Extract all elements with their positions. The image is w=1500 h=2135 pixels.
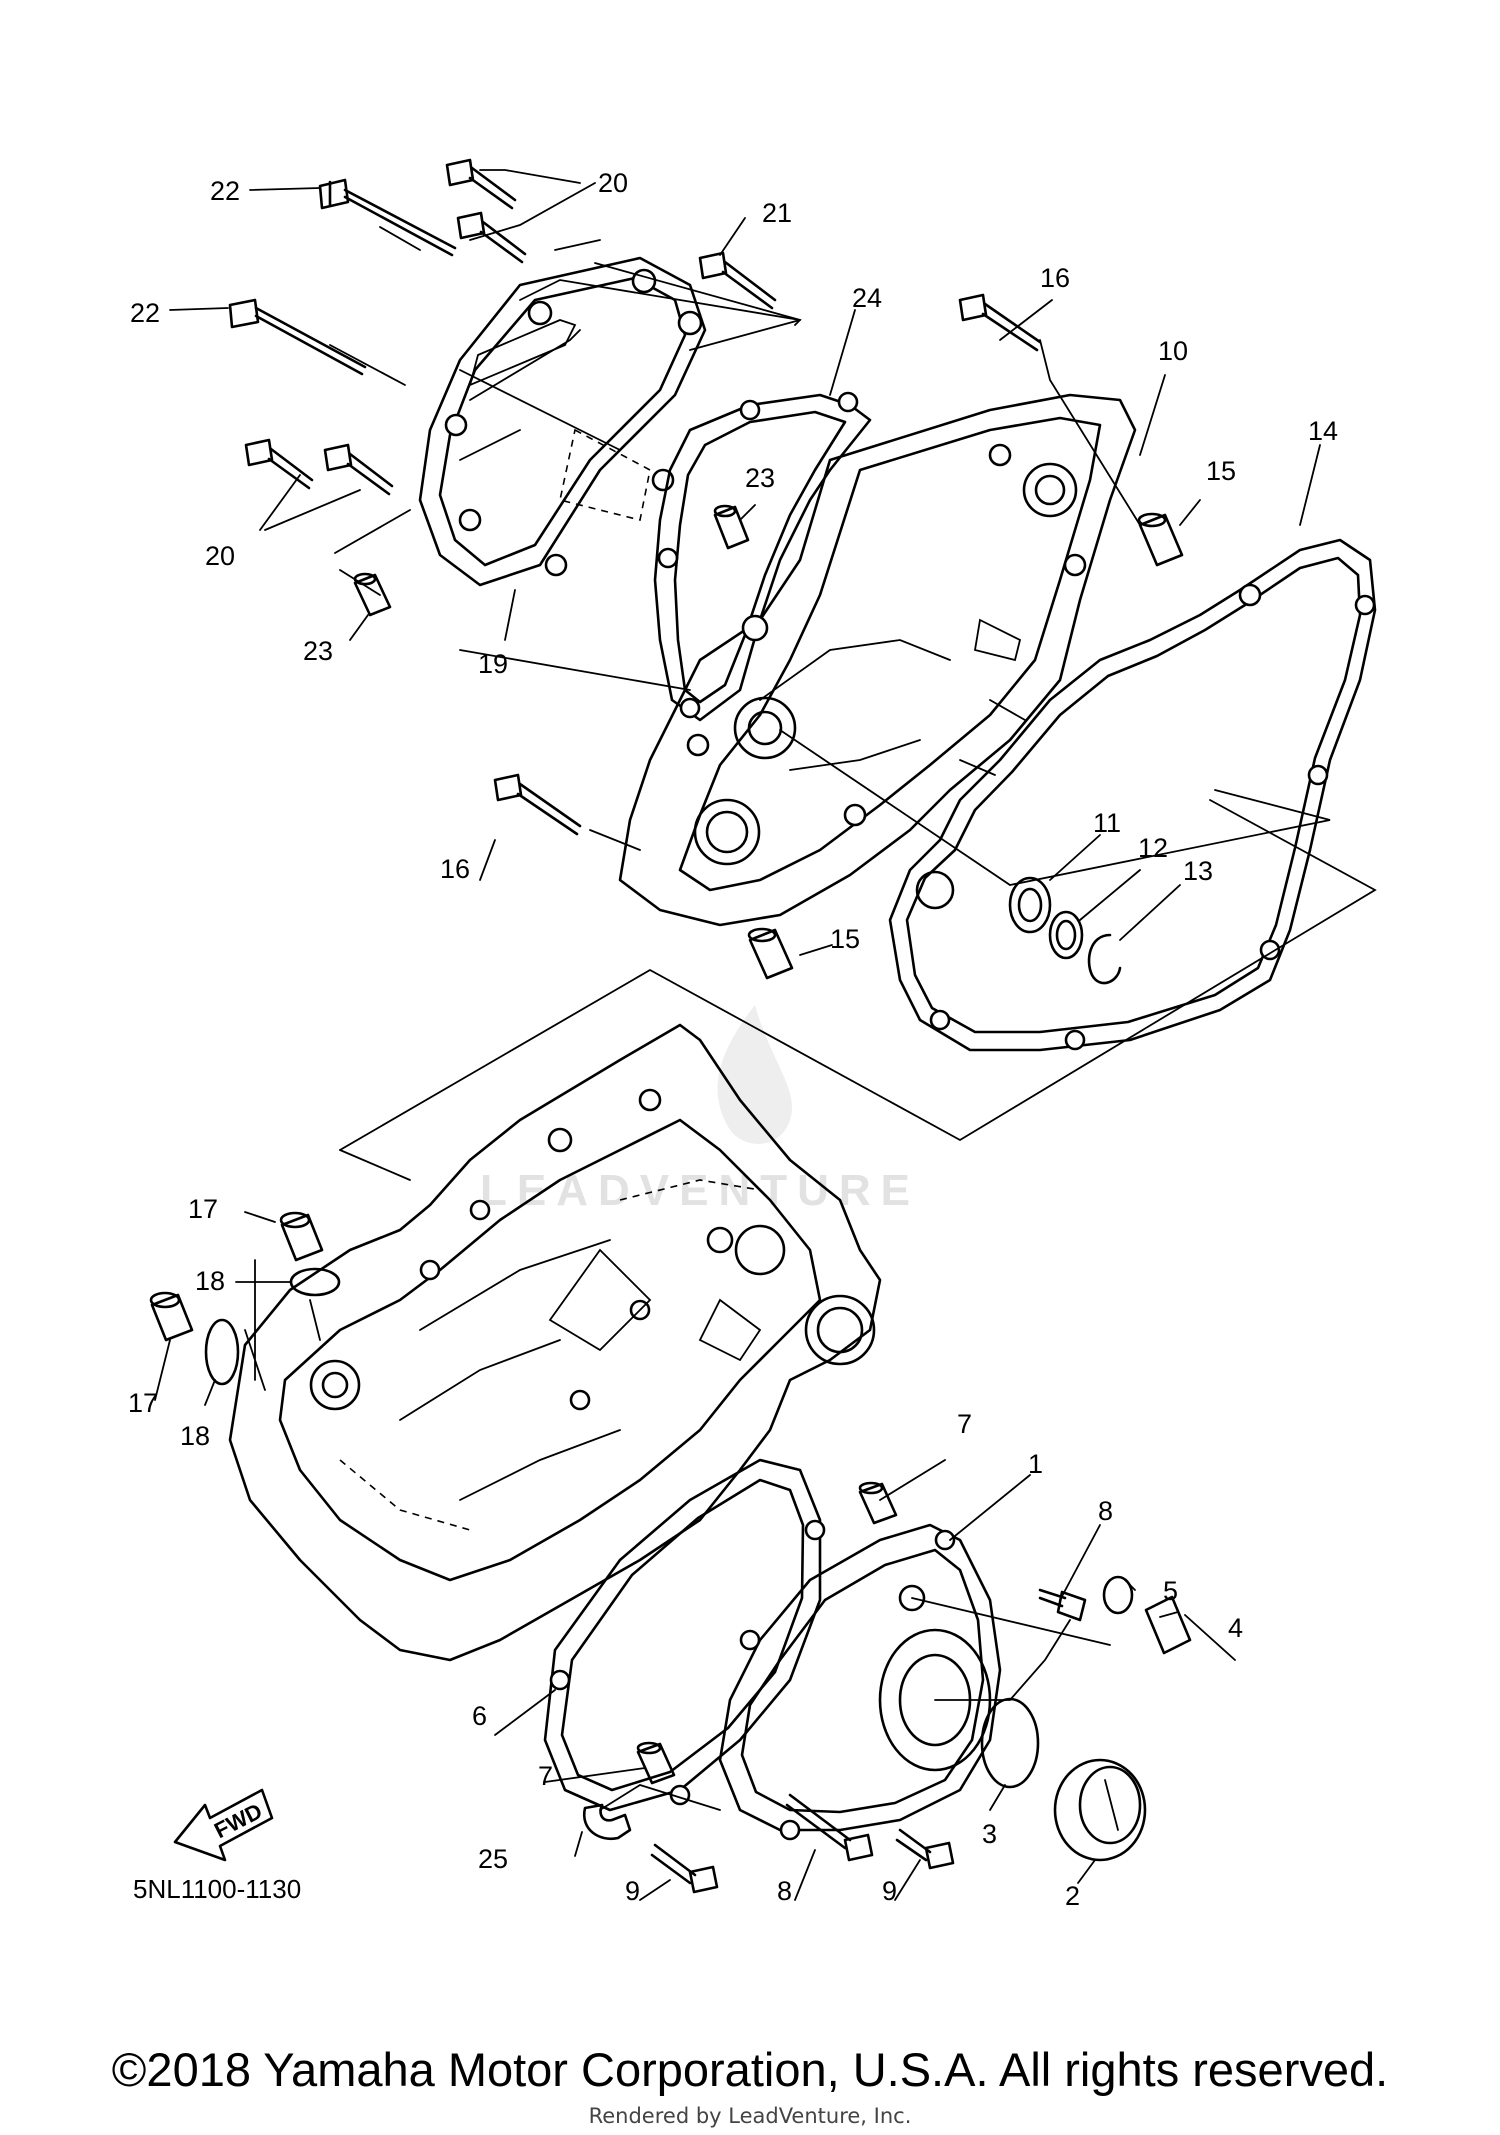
callout-15: 15 bbox=[830, 924, 860, 954]
clutch-cover-19 bbox=[418, 256, 707, 587]
callout-7: 7 bbox=[538, 1761, 553, 1791]
callout-3: 3 bbox=[982, 1819, 997, 1849]
callout-19: 19 bbox=[478, 649, 508, 679]
fwd-arrow: FWD bbox=[173, 1788, 274, 1862]
callout-18: 18 bbox=[195, 1266, 225, 1296]
callout-8: 8 bbox=[1098, 1496, 1113, 1526]
oil-seal-11 bbox=[1008, 876, 1052, 934]
callout-20: 20 bbox=[205, 541, 235, 571]
callout-9: 9 bbox=[625, 1876, 640, 1906]
bolt-8-lower bbox=[785, 1793, 874, 1862]
assembly-lines bbox=[244, 226, 1377, 1811]
callout-24: 24 bbox=[852, 283, 882, 313]
callout-8: 8 bbox=[777, 1876, 792, 1906]
generator-cover-1 bbox=[718, 1523, 1002, 1841]
dowel-23-right bbox=[713, 505, 750, 550]
washer-12 bbox=[1048, 910, 1084, 960]
collar-17-lower bbox=[150, 1293, 194, 1342]
callout-7: 7 bbox=[957, 1409, 972, 1439]
dowel-15-upper bbox=[1138, 513, 1184, 567]
callout-17: 17 bbox=[188, 1194, 218, 1224]
callout-23: 23 bbox=[303, 636, 333, 666]
circlip-13 bbox=[1087, 933, 1122, 985]
dowel-7-upper bbox=[858, 1482, 898, 1525]
diagram-code: 5NL1100-1130 bbox=[133, 1874, 301, 1904]
dowel-15-lower bbox=[748, 928, 794, 980]
callout-23: 23 bbox=[745, 463, 775, 493]
o-ring-18-lower bbox=[204, 1318, 240, 1386]
bolt-9-right bbox=[895, 1828, 955, 1870]
callout-22: 22 bbox=[210, 176, 240, 206]
crankcase-cover-10 bbox=[618, 393, 1137, 927]
callout-21: 21 bbox=[762, 198, 792, 228]
watermark: LEADVENTURE bbox=[480, 1005, 920, 1215]
bolt-16-upper bbox=[958, 293, 1042, 352]
crankcase bbox=[228, 1023, 882, 1662]
callout-18: 18 bbox=[180, 1421, 210, 1451]
plug-4 bbox=[1144, 1595, 1192, 1655]
callout-15: 15 bbox=[1206, 456, 1236, 486]
watermark-text: LEADVENTURE bbox=[480, 1166, 920, 1215]
callout-9: 9 bbox=[882, 1876, 897, 1906]
bolt-21 bbox=[698, 251, 777, 310]
plug-2 bbox=[1053, 1758, 1147, 1862]
gasket-6 bbox=[543, 1458, 826, 1812]
small-parts bbox=[149, 504, 1192, 1862]
callout-1: 1 bbox=[1028, 1449, 1043, 1479]
o-ring-5 bbox=[1102, 1575, 1134, 1615]
callout-22: 22 bbox=[130, 298, 160, 328]
callout-13: 13 bbox=[1183, 856, 1213, 886]
clamp-25 bbox=[582, 1803, 632, 1841]
bolt-22-upper bbox=[318, 178, 457, 257]
callout-11: 11 bbox=[1093, 808, 1121, 838]
callout-2: 2 bbox=[1065, 1881, 1080, 1911]
callout-6: 6 bbox=[472, 1701, 487, 1731]
copyright-notice: ©2018 Yamaha Motor Corporation, U.S.A. A… bbox=[111, 2043, 1389, 2096]
dowel-7-lower bbox=[636, 1742, 676, 1785]
collar-17-upper bbox=[280, 1213, 324, 1262]
callout-17: 17 bbox=[128, 1388, 158, 1418]
bolt-20-lower bbox=[244, 438, 394, 496]
leader-lines bbox=[154, 169, 1321, 1901]
callout-20: 20 bbox=[598, 168, 628, 198]
callout-14: 14 bbox=[1308, 416, 1338, 446]
o-ring-3 bbox=[980, 1697, 1040, 1789]
bolt-16-lower bbox=[493, 773, 582, 836]
callout-4: 4 bbox=[1228, 1613, 1243, 1643]
gasket-24 bbox=[653, 391, 872, 722]
callout-25: 25 bbox=[478, 1844, 508, 1874]
callout-10: 10 bbox=[1158, 336, 1188, 366]
bolt-9-left bbox=[650, 1843, 719, 1894]
gasket-14 bbox=[888, 538, 1377, 1052]
dowel-23-left bbox=[353, 573, 392, 617]
callout-12: 12 bbox=[1138, 833, 1168, 863]
callout-16: 16 bbox=[440, 854, 470, 884]
bolt-22-lower bbox=[228, 298, 367, 376]
callouts: 22 22 20 20 21 24 16 16 10 14 15 15 23 2… bbox=[128, 168, 1338, 1911]
callout-5: 5 bbox=[1163, 1576, 1178, 1606]
rendered-by-credit: Rendered by LeadVenture, Inc. bbox=[588, 2104, 912, 2128]
bolt-20-upper bbox=[445, 158, 527, 264]
o-ring-18-upper bbox=[289, 1267, 341, 1297]
callout-16: 16 bbox=[1040, 263, 1070, 293]
